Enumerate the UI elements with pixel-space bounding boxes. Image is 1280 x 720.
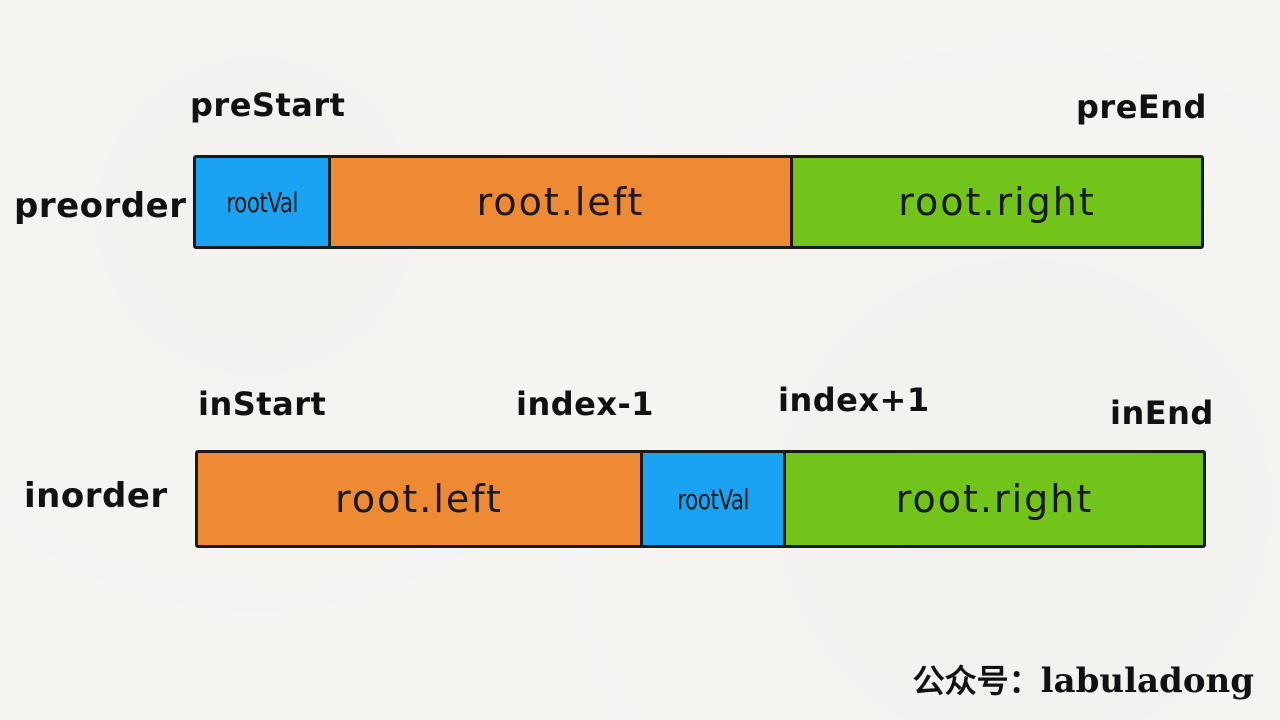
inorder-rootval-text: rootVal [677,482,749,516]
brand-name: labuladong [1040,661,1254,701]
index-plus-one-label: index+1 [778,381,930,419]
preorder-right-segment: root.right [790,158,1201,246]
inorder-right-text: root.right [895,477,1094,521]
pre-start-label: preStart [190,86,346,124]
inorder-left-segment: root.left [198,453,640,545]
preorder-bar: rootVal root.left root.right [193,155,1204,249]
preorder-left-segment: root.left [328,158,790,246]
inorder-bar: root.left rootVal root.right [195,450,1206,548]
preorder-left-text: root.left [476,180,645,224]
brand-prefix: 公众号： [912,662,1041,700]
inorder-rootval-segment: rootVal [640,453,783,545]
pre-end-label: preEnd [1076,88,1207,126]
brand-watermark: 公众号：labuladong [913,656,1254,702]
preorder-right-text: root.right [898,180,1096,224]
index-minus-one-label: index-1 [516,385,655,423]
in-start-label: inStart [198,385,327,423]
in-end-label: inEnd [1110,394,1214,432]
inorder-left-text: root.left [335,477,503,521]
inorder-row-label: inorder [24,476,168,516]
inorder-right-segment: root.right [783,453,1203,545]
preorder-rootval-segment: rootVal [196,158,328,246]
preorder-row-label: preorder [14,186,187,226]
preorder-rootval-text: rootVal [226,185,298,219]
